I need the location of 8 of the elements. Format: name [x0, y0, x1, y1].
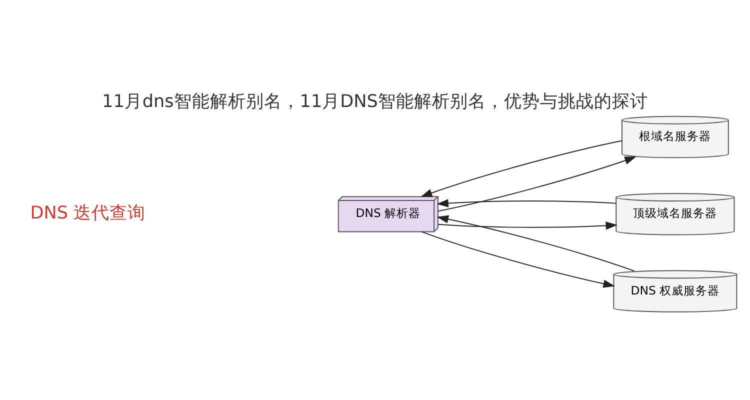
diagram-title: 11月dns智能解析别名，11月DNS智能解析别名，优势与挑战的探讨: [102, 91, 648, 112]
arrow: [436, 214, 635, 271]
label: DNS 迭代查询: [30, 202, 146, 223]
arrow: [420, 140, 622, 197]
arrow: [438, 221, 618, 230]
arrow: [421, 230, 615, 288]
arrow: [436, 198, 617, 207]
arrow: [438, 156, 636, 212]
